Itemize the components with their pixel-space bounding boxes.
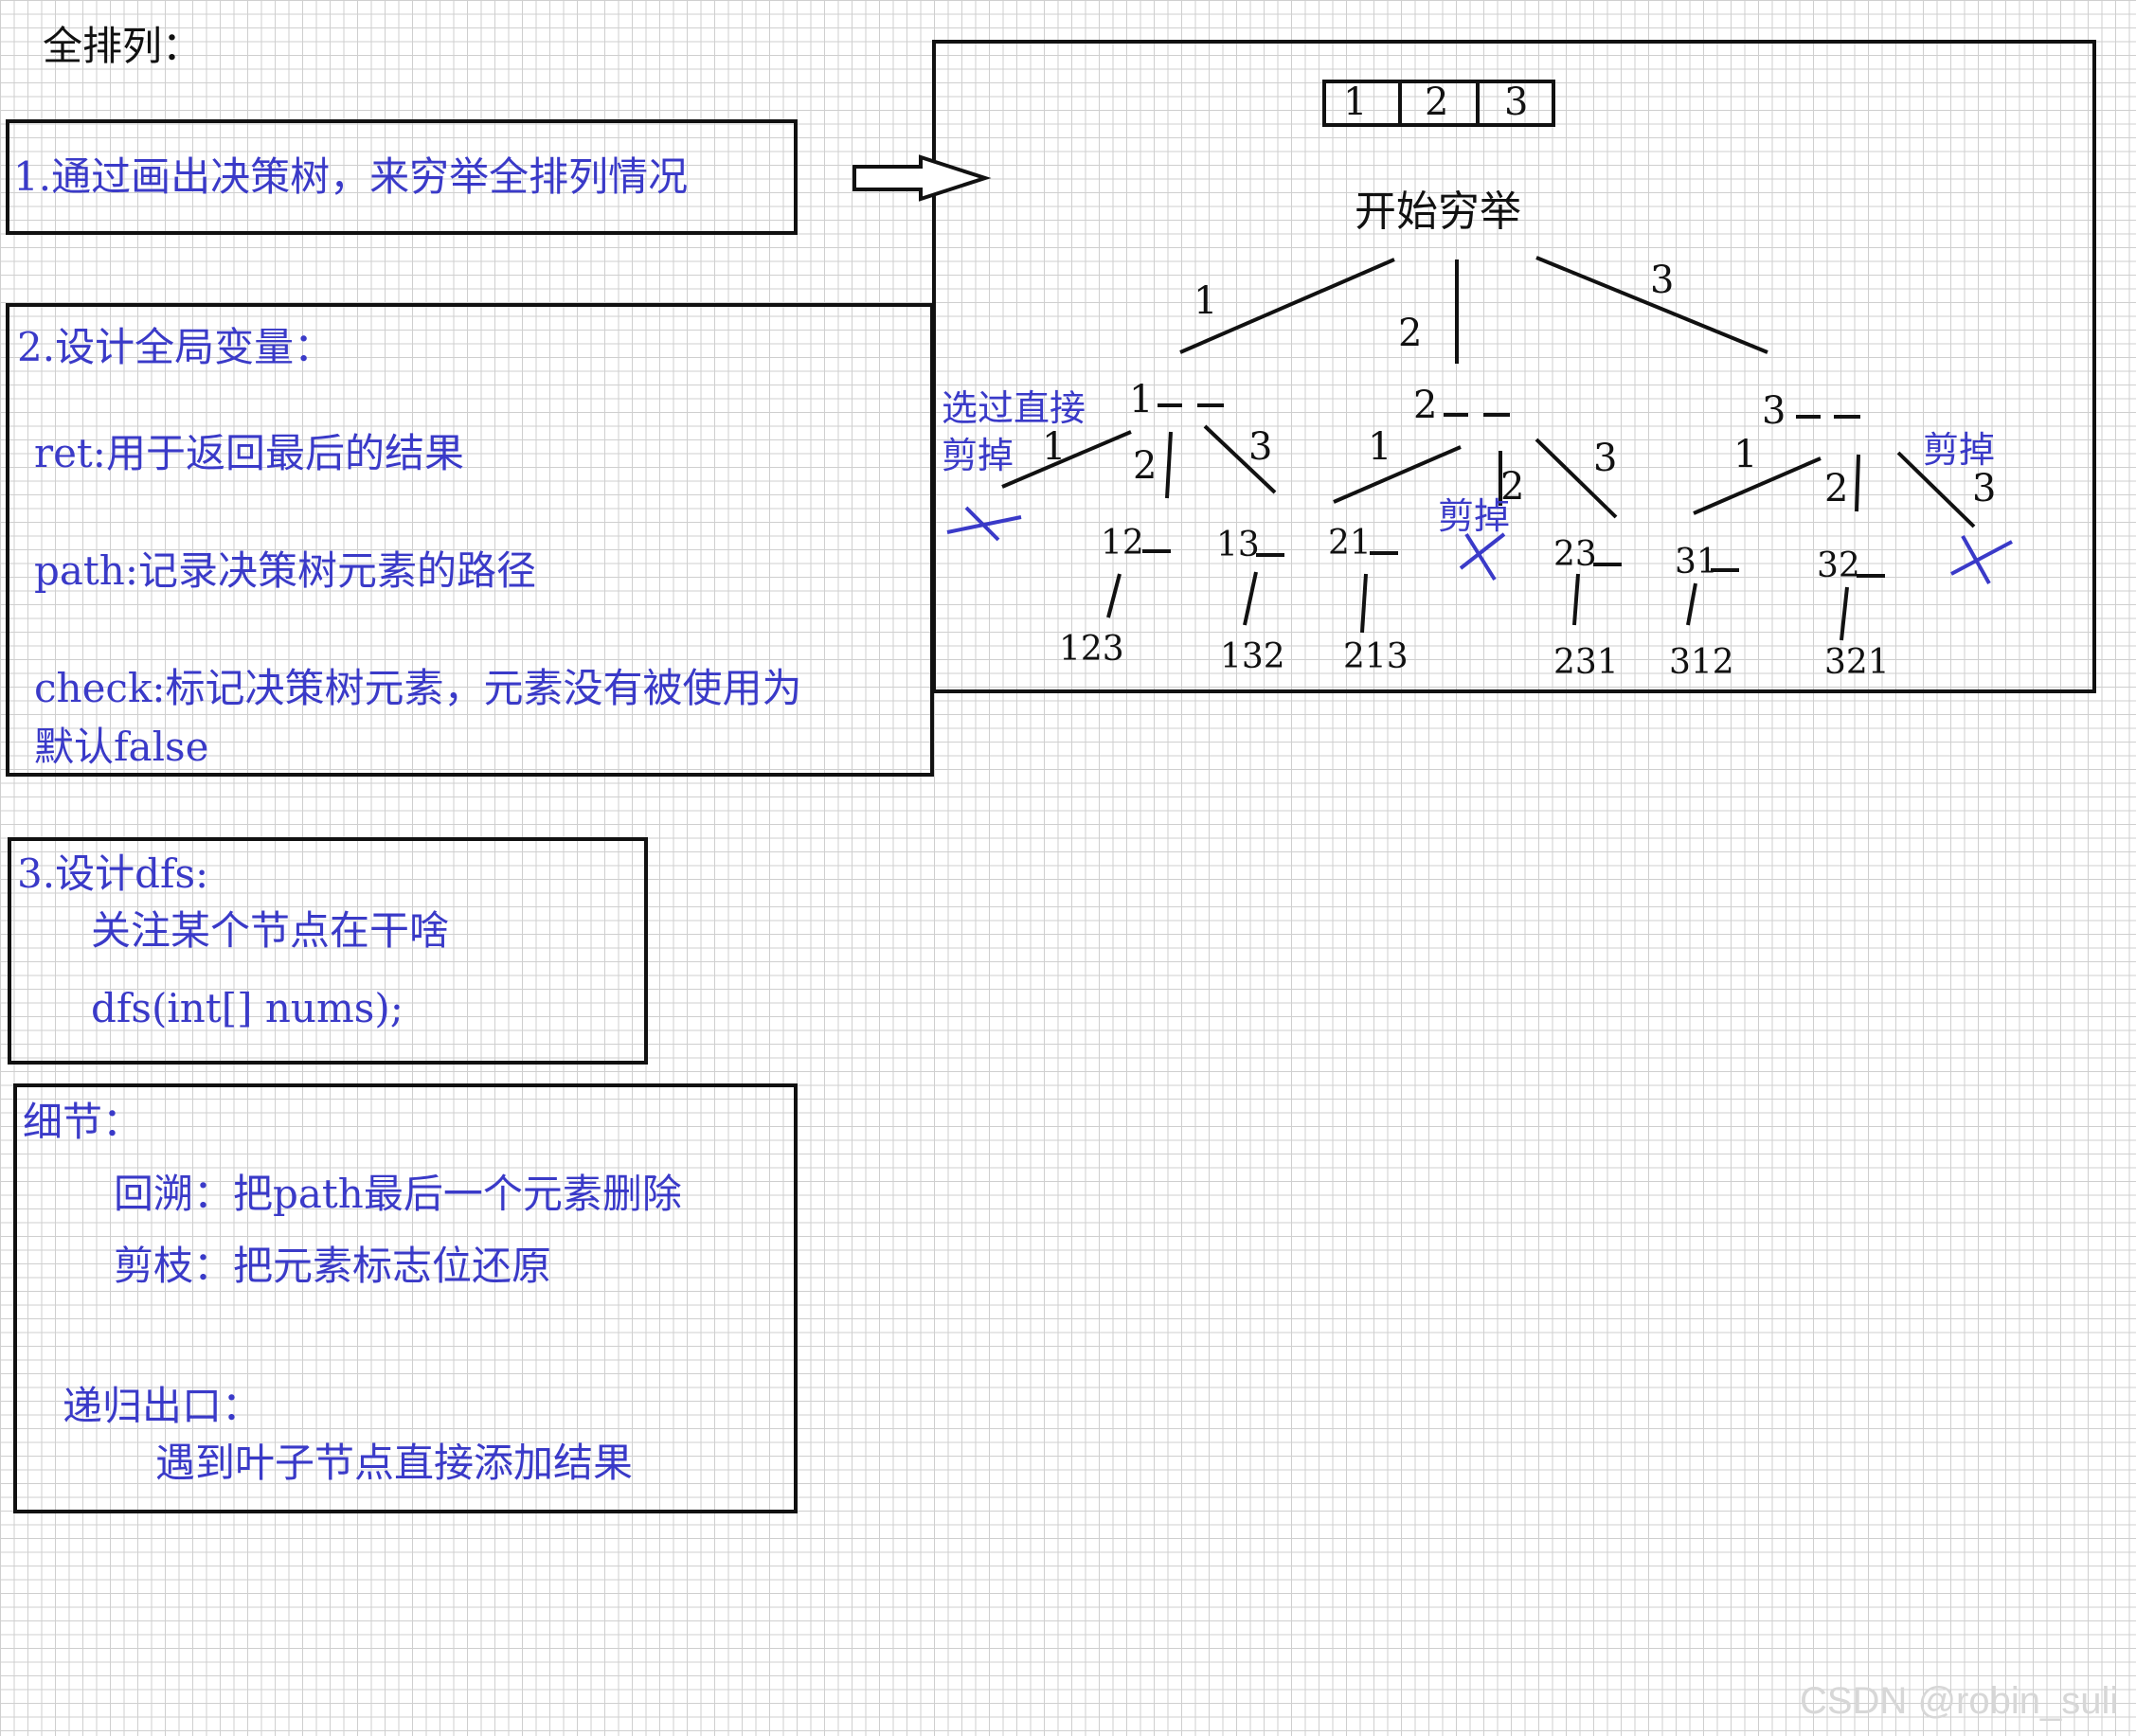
tree-node-level2: 32 xyxy=(1817,546,1860,585)
edge-label: 3 xyxy=(1248,425,1273,469)
edge-label: 1 xyxy=(1368,425,1392,469)
page-title: 全排列： xyxy=(43,23,203,69)
edge-label: 3 xyxy=(1972,467,1997,510)
tree-node-level1: 3 xyxy=(1762,389,1786,433)
edge-label: 2 xyxy=(1824,467,1849,510)
ret-description: ret:用于返回最后的结果 xyxy=(34,430,464,476)
prune-cross-icon xyxy=(1950,535,2013,584)
tree-node-level2: 13 xyxy=(1216,526,1260,564)
array-cell-3: 3 xyxy=(1504,81,1529,124)
backtrack-note: 回溯：把path最后一个元素删除 xyxy=(114,1171,682,1217)
step3-focus: 关注某个节点在干啥 xyxy=(91,907,450,954)
prune-annotation: 剪掉 xyxy=(1438,495,1511,537)
details-heading: 细节： xyxy=(23,1099,143,1145)
array-box xyxy=(1322,80,1555,127)
tree-node-level1: 2 xyxy=(1413,384,1438,427)
edge-label: 3 xyxy=(1593,437,1618,480)
tree-leaf: 321 xyxy=(1824,643,1890,682)
tree-node-level2: 21 xyxy=(1328,524,1372,563)
tree-leaf: 312 xyxy=(1669,643,1734,682)
edge-label: 2 xyxy=(1398,312,1423,355)
prune-cross-icon xyxy=(946,506,1022,542)
step1-box: 1.通过画出决策树，来穷举全排列情况 xyxy=(6,119,798,235)
prune-annotation: 剪掉 xyxy=(1923,429,1996,471)
details-box: 细节： 回溯：把path最后一个元素删除 剪枝：把元素标志位还原 递归出口： 遇… xyxy=(13,1083,798,1513)
tree-leaf: 213 xyxy=(1343,637,1409,676)
tree-leaf: 231 xyxy=(1553,643,1619,682)
tree-node-level1: 1 xyxy=(1129,378,1154,421)
prune-annotation-skip: 选过直接 xyxy=(942,387,1086,429)
check-description-line1: check:标记决策树元素，元素没有被使用为 xyxy=(34,665,802,711)
tree-root-label: 开始穷举 xyxy=(1355,188,1521,236)
tree-node-level2: 31 xyxy=(1675,543,1718,582)
prune-cross-icon xyxy=(1459,532,1506,582)
tree-node-level2: 12 xyxy=(1101,524,1144,563)
prune-annotation: 剪掉 xyxy=(942,435,1014,476)
recursion-exit-text: 遇到叶子节点直接添加结果 xyxy=(155,1440,634,1486)
array-cell-1: 1 xyxy=(1343,81,1368,124)
watermark: CSDN @robin_suli xyxy=(1800,1680,2119,1722)
decision-tree-box xyxy=(932,40,2096,693)
prune-note: 剪枝：把元素标志位还原 xyxy=(114,1243,552,1289)
edge-label: 1 xyxy=(1042,425,1067,469)
edge-label: 1 xyxy=(1733,433,1758,476)
recursion-exit-heading: 递归出口： xyxy=(63,1383,262,1429)
dfs-signature: dfs(int[] nums); xyxy=(91,985,404,1031)
step3-box: 3.设计dfs: 关注某个节点在干啥 dfs(int[] nums); xyxy=(8,837,648,1065)
tree-node-level2: 23 xyxy=(1553,535,1597,574)
step3-heading: 3.设计dfs: xyxy=(17,850,209,897)
edge-label: 2 xyxy=(1133,444,1158,488)
edge-label: 1 xyxy=(1194,279,1218,323)
step2-heading: 2.设计全局变量： xyxy=(17,324,334,370)
tree-leaf: 132 xyxy=(1220,637,1285,676)
check-description-line2: 默认false xyxy=(34,724,209,770)
path-description: path:记录决策树元素的路径 xyxy=(34,547,537,594)
edge-label: 2 xyxy=(1500,465,1525,509)
tree-leaf: 123 xyxy=(1059,630,1124,669)
right-arrow-icon xyxy=(853,154,992,202)
edge-label: 3 xyxy=(1650,259,1675,302)
step2-box: 2.设计全局变量： ret:用于返回最后的结果 path:记录决策树元素的路径 … xyxy=(6,303,934,777)
step1-text: 1.通过画出决策树，来穷举全排列情况 xyxy=(13,153,689,200)
array-cell-2: 2 xyxy=(1425,81,1449,124)
